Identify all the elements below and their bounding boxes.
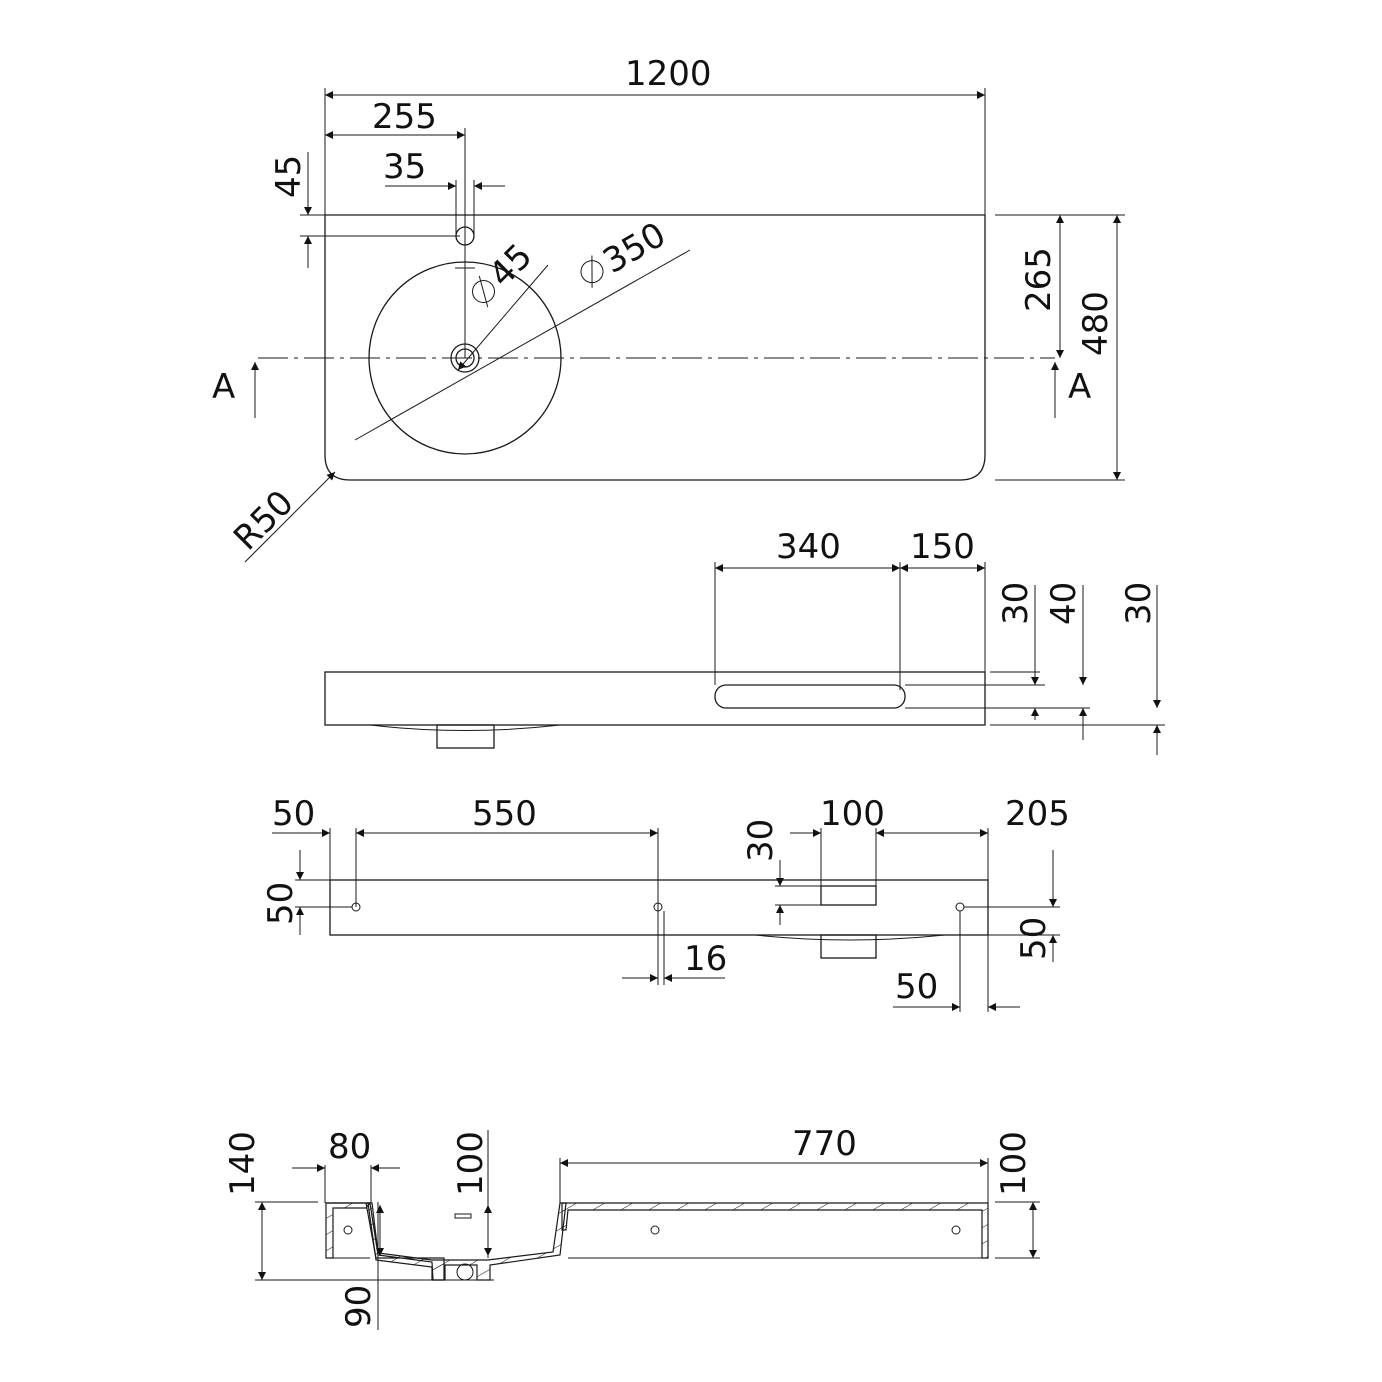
side-outline <box>324 671 986 726</box>
dim-slot-offset: 150 <box>910 527 975 567</box>
mount-hole <box>951 1225 961 1235</box>
drain-section <box>456 1263 474 1281</box>
side-view: 340 150 30 40 30 <box>324 527 1165 755</box>
dim-slot-width: 100 <box>820 794 885 834</box>
dim-depth-axis: 265 <box>1019 247 1059 312</box>
dim-depth: 480 <box>1076 291 1116 356</box>
dim-right-offset: 205 <box>1005 794 1070 834</box>
svg-text:350: 350 <box>596 215 672 282</box>
dim-tap-hole: 35 <box>383 147 426 187</box>
section-view: 140 80 100 770 100 90 <box>223 1124 1040 1330</box>
drain-box <box>820 934 877 959</box>
bowl-diameter-label: 350 <box>580 215 673 288</box>
dim-width: 1200 <box>625 54 712 94</box>
top-view: A A 1200 255 35 45 45 350 R50 265 480 <box>212 54 1125 563</box>
dim-wall: 80 <box>328 1127 371 1167</box>
svg-text:45: 45 <box>481 236 540 295</box>
drain-box <box>436 724 495 749</box>
section-label-right: A <box>1068 367 1091 407</box>
mount-hole <box>955 902 965 912</box>
dim-shelf-length: 770 <box>792 1124 857 1164</box>
section-label-left: A <box>212 367 235 407</box>
dim-shelf-height: 100 <box>994 1131 1034 1196</box>
dim-left-hole: 50 <box>272 794 315 834</box>
basin-outline <box>324 214 986 481</box>
dim-side-b: 40 <box>1044 582 1084 625</box>
mount-hole <box>650 1225 660 1235</box>
dim-left-hole-height: 50 <box>261 882 301 925</box>
back-slot <box>820 885 877 906</box>
dim-drain-offset: 90 <box>339 1285 379 1328</box>
dim-side-c: 30 <box>1119 582 1159 625</box>
drain-diameter-label: 45 <box>472 236 540 308</box>
dim-hole-spacing: 550 <box>472 794 537 834</box>
towel-slot <box>714 684 906 709</box>
bowl-bottom <box>369 724 561 731</box>
mount-hole <box>343 1225 353 1235</box>
back-view: 50 550 100 205 50 30 50 16 50 <box>261 794 1070 1012</box>
dim-total-height: 140 <box>223 1131 263 1196</box>
dim-right-hole-offset: 50 <box>895 967 938 1007</box>
section-left-wall <box>326 1202 445 1281</box>
dim-hole-diameter: 16 <box>684 939 727 979</box>
leader-diameter <box>354 249 691 441</box>
dim-side-a: 30 <box>996 582 1036 625</box>
section-bowl <box>367 1202 567 1281</box>
dim-slot-height: 30 <box>741 819 781 862</box>
dim-tap-offset: 255 <box>372 97 437 137</box>
dim-bowl-depth: 100 <box>451 1131 491 1196</box>
bowl-bottom <box>754 934 946 941</box>
back-outline <box>329 879 989 936</box>
dim-slot-length: 340 <box>776 527 841 567</box>
dim-corner-radius: R50 <box>226 483 302 559</box>
dim-right-hole-height: 50 <box>1014 917 1054 960</box>
dim-tap-edge: 45 <box>269 155 309 198</box>
overflow-slot <box>454 1213 472 1219</box>
section-shelf <box>561 1202 989 1259</box>
